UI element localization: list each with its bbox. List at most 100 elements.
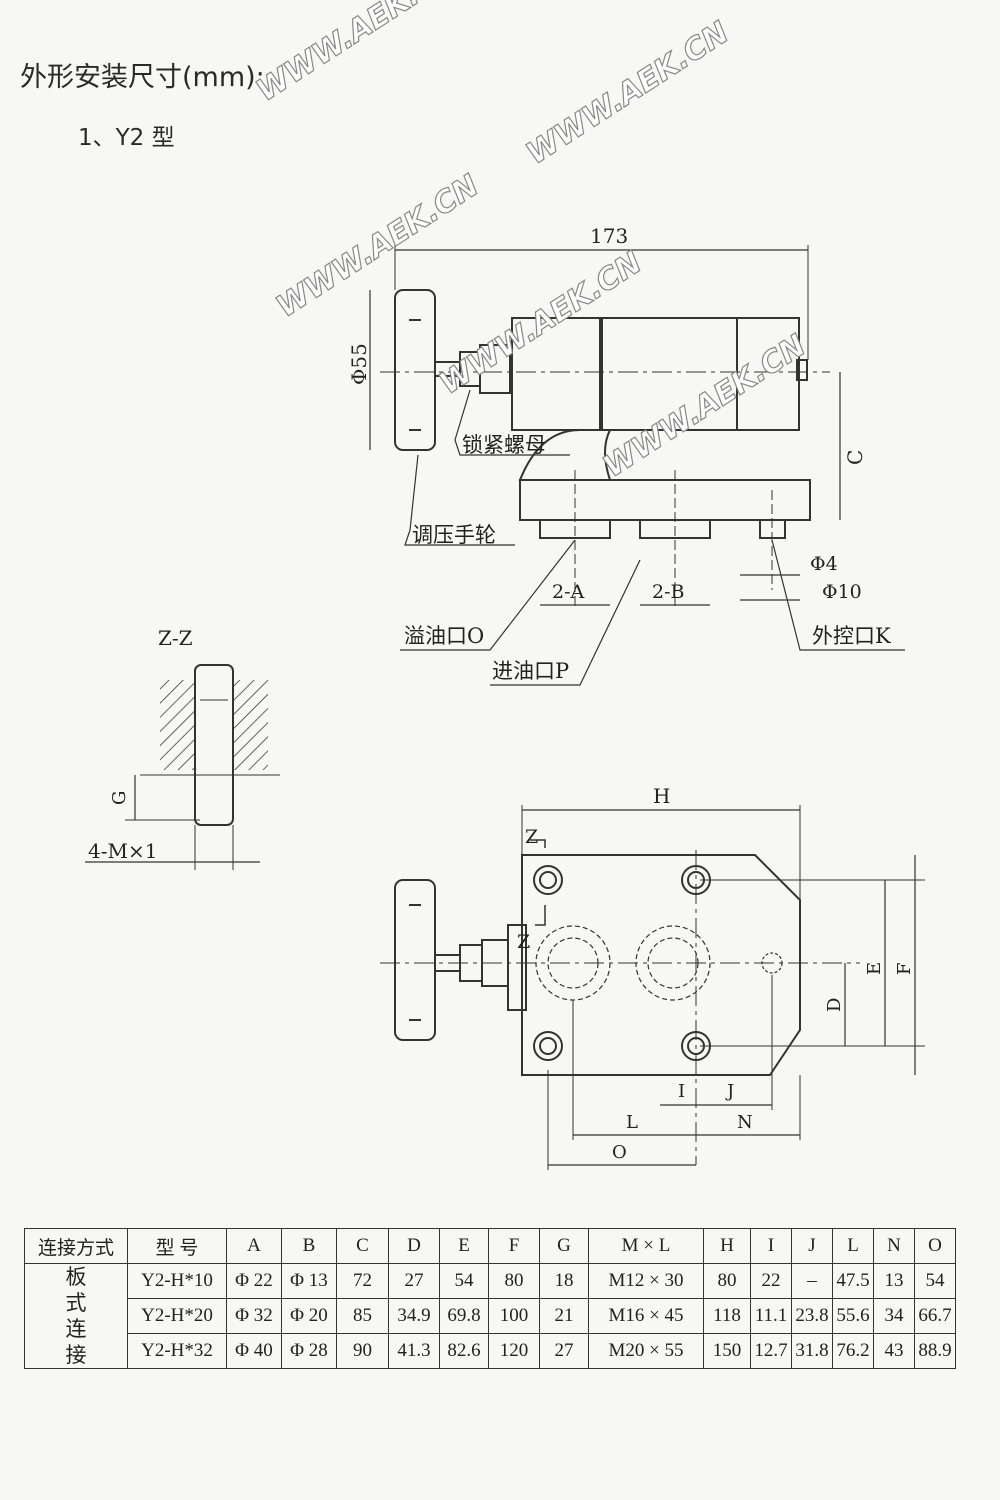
cell: 47.5 [832, 1263, 874, 1299]
watermark: WWW.AEK.CN [597, 328, 812, 485]
cell: Φ 28 [281, 1333, 337, 1369]
cell: 41.3 [388, 1333, 440, 1369]
thread-label: 4-M×1 [88, 839, 157, 863]
technical-drawing: 173 Φ55 C 锁紧螺母 调压手轮 2-A 2-B Φ4 Φ10 溢油口O … [85, 0, 925, 1170]
cell: 54 [439, 1263, 489, 1299]
cell: 76.2 [832, 1333, 874, 1369]
cell: 80 [488, 1263, 540, 1299]
col-header: F [488, 1228, 540, 1264]
cell: Φ 32 [226, 1298, 282, 1334]
cell: 150 [703, 1333, 751, 1369]
dim-173: 173 [590, 224, 628, 248]
col-header: O [914, 1228, 956, 1264]
cell: 66.7 [914, 1298, 956, 1334]
dim-i: I [678, 1081, 685, 1102]
cell: 22 [750, 1263, 792, 1299]
dim-n: N [737, 1112, 753, 1133]
cell: Y2-H*20 [127, 1298, 227, 1334]
section-label: Z-Z [158, 626, 193, 650]
cell: 55.6 [832, 1298, 874, 1334]
group-label-cell: 板式连接 [24, 1263, 128, 1369]
col-header: C [336, 1228, 389, 1264]
col-header: H [703, 1228, 751, 1264]
col-header: J [791, 1228, 833, 1264]
dim-e: E [864, 962, 885, 975]
cell: 118 [703, 1298, 751, 1334]
col-header: N [873, 1228, 915, 1264]
cell: – [791, 1263, 833, 1299]
dim-phi10: Φ10 [822, 581, 862, 603]
cell: 31.8 [791, 1333, 833, 1369]
cell: 85 [336, 1298, 389, 1334]
cell: 100 [488, 1298, 540, 1334]
cell: 23.8 [791, 1298, 833, 1334]
dim-o: O [612, 1142, 627, 1163]
dim-l: L [626, 1112, 638, 1133]
cell: 43 [873, 1333, 915, 1369]
external-port-label: 外控口K [812, 624, 891, 648]
cell: 27 [388, 1263, 440, 1299]
section-mark-z-bottom: Z [517, 931, 530, 953]
section-mark-z-top: Z [525, 826, 538, 848]
col-header: 连接方式 [24, 1228, 128, 1264]
dim-2a: 2-A [552, 581, 585, 603]
dim-j: J [725, 1081, 734, 1102]
cell: M20 × 55 [588, 1333, 704, 1369]
cell: 72 [336, 1263, 389, 1299]
watermark: WWW.AEK.CN [250, 0, 465, 109]
section-subtitle: 1、Y2 型 [78, 125, 175, 151]
cell: 11.1 [750, 1298, 792, 1334]
cell: 34 [873, 1298, 915, 1334]
col-header: D [388, 1228, 440, 1264]
cell: Φ 20 [281, 1298, 337, 1334]
group-label: 板式连接 [65, 1265, 87, 1367]
cell: 80 [703, 1263, 751, 1299]
cell: 34.9 [388, 1298, 440, 1334]
dim-phi55: Φ55 [347, 343, 371, 385]
handwheel-shape [394, 289, 436, 451]
inlet-port-label: 进油口P [492, 659, 569, 683]
section-zz [85, 664, 280, 870]
dim-2b: 2-B [652, 581, 684, 603]
cell: 90 [336, 1333, 389, 1369]
overflow-port-label: 溢油口O [404, 624, 484, 648]
dim-f: F [894, 963, 915, 976]
dim-h: H [653, 784, 670, 808]
side-view [369, 245, 905, 686]
cell: Y2-H*10 [127, 1263, 227, 1299]
cell: 88.9 [914, 1333, 956, 1369]
lock-nut-label: 锁紧螺母 [462, 433, 546, 457]
watermark: WWW.AEK.CN [520, 15, 735, 172]
col-header: B [281, 1228, 337, 1264]
col-header: M × L [588, 1228, 704, 1264]
cell: 120 [488, 1333, 540, 1369]
cell: Φ 13 [281, 1263, 337, 1299]
cell: 54 [914, 1263, 956, 1299]
cell: M12 × 30 [588, 1263, 704, 1299]
cell: 27 [539, 1333, 589, 1369]
cell: 12.7 [750, 1333, 792, 1369]
dim-g: G [109, 791, 130, 805]
cell: 21 [539, 1298, 589, 1334]
top-view [380, 805, 925, 1170]
col-header: G [539, 1228, 589, 1264]
cell: Y2-H*32 [127, 1333, 227, 1369]
watermark: WWW.AEK.CN [433, 245, 648, 402]
dim-phi4: Φ4 [810, 553, 838, 575]
col-header: E [439, 1228, 489, 1264]
cell: M16 × 45 [588, 1298, 704, 1334]
dim-d: D [824, 998, 845, 1012]
page-title: 外形安装尺寸(mm): [20, 62, 265, 93]
cell: 82.6 [439, 1333, 489, 1369]
cell: 18 [539, 1263, 589, 1299]
col-header: L [832, 1228, 874, 1264]
cell: 13 [873, 1263, 915, 1299]
dimension-table: 连接方式 型 号 A B C D E F G M × L H I J L N O… [24, 1228, 956, 1369]
table-header-row: 连接方式 型 号 A B C D E F G M × L H I J L N O [24, 1228, 956, 1264]
col-header: A [226, 1228, 282, 1264]
col-header: I [750, 1228, 792, 1264]
